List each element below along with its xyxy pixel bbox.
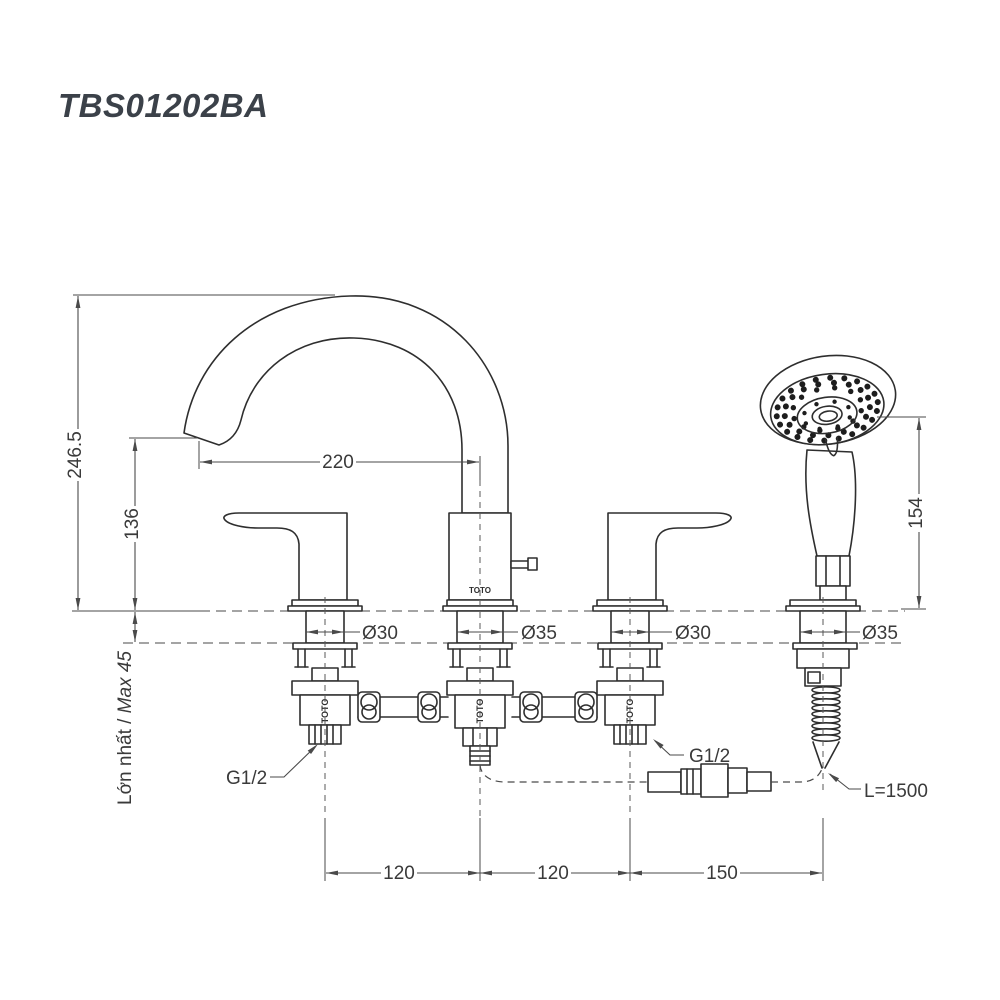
connecting-pipes (357, 691, 598, 723)
shower-handle (805, 449, 857, 557)
leader-inlet-left (270, 745, 317, 778)
dim-deck-max-value: Max 45 (115, 651, 136, 714)
dim-spout-height: 136 (122, 508, 143, 540)
label-inlet-right: G1/2 (689, 746, 730, 767)
dim-pitch-left: 120 (383, 863, 415, 884)
shower-hose-under-deck (792, 642, 858, 769)
dim-pitch-right: 150 (706, 863, 738, 884)
dim-dia-shower: Ø35 (862, 623, 898, 644)
label-hose-length: L=1500 (864, 781, 928, 802)
deck-lines (123, 610, 905, 644)
hose-connector (647, 763, 772, 798)
dim-pitch-mid: 120 (537, 863, 569, 884)
shower-head (759, 354, 897, 457)
spout: TOTO (183, 295, 538, 612)
spray-nozzles (773, 374, 881, 444)
hose-route (479, 764, 823, 783)
handle-right (592, 512, 732, 612)
handle-left (223, 512, 363, 612)
dim-spout-reach: 220 (322, 452, 354, 473)
dim-shower-height: 154 (906, 497, 927, 529)
label-inlet-left: G1/2 (226, 768, 267, 789)
dim-dia-left-handle: Ø30 (362, 623, 398, 644)
dim-dia-right-handle: Ø30 (675, 623, 711, 644)
dimension-labels: 246.5 136 154 Lớn nhất / Max 45 220 120 … (65, 431, 928, 884)
dim-deck-max: Lớn nhất / Max 45 (115, 651, 136, 805)
dimension-arrowheads (75, 296, 922, 876)
shower-hook-tab (824, 436, 839, 457)
dim-dia-spout: Ø35 (521, 623, 557, 644)
product-code-title: TBS01202BA (58, 87, 268, 124)
dimension-lines (72, 294, 926, 881)
hand-shower (759, 354, 897, 612)
mounting-hardware (292, 642, 663, 668)
dim-total-height: 246.5 (65, 431, 86, 479)
centerlines (324, 480, 824, 816)
dim-deck-max-prefix: Lớn nhất / (115, 713, 136, 805)
